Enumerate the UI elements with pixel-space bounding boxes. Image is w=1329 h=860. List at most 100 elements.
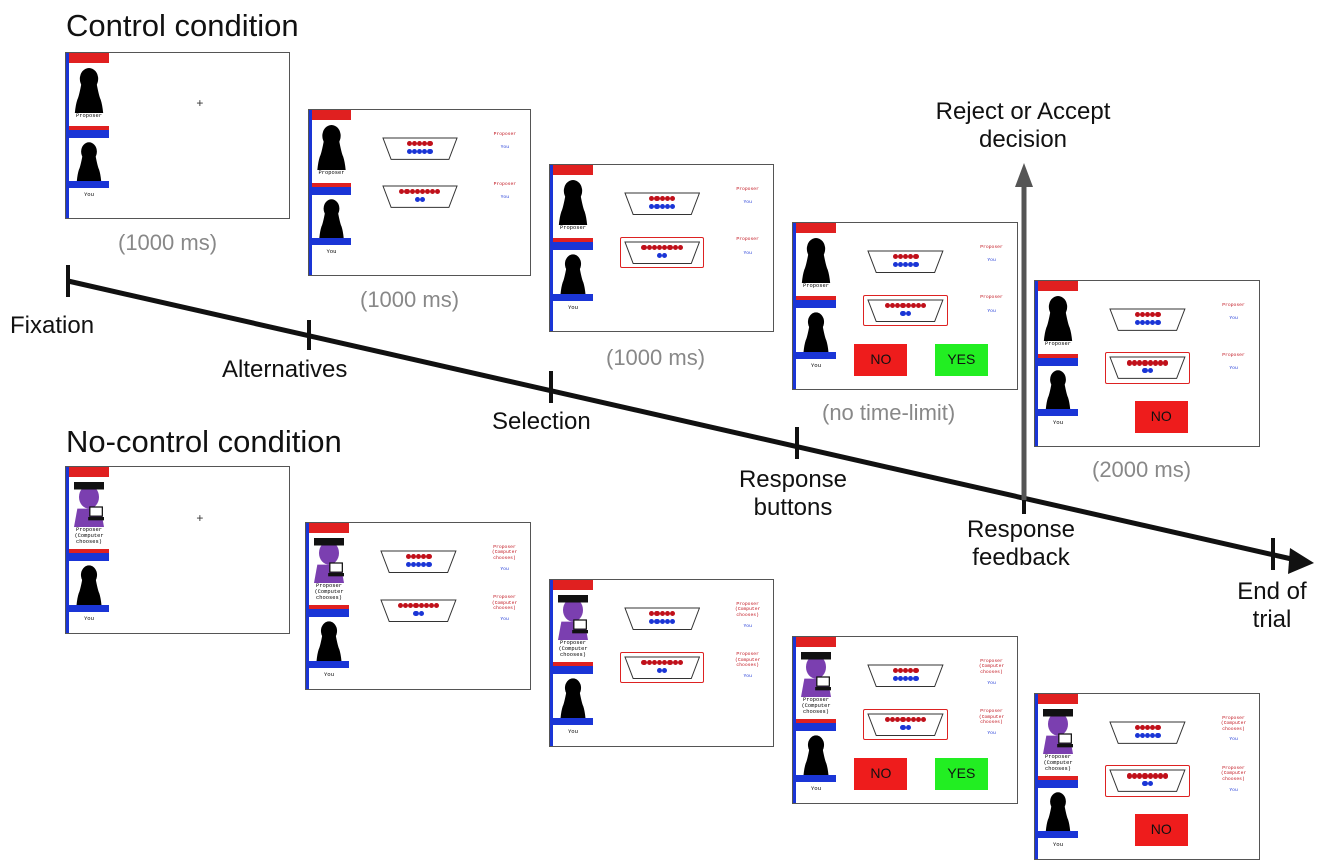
proposer-coin xyxy=(1157,360,1164,366)
proposer-coins xyxy=(1109,311,1186,318)
fixation-cross: + xyxy=(196,510,204,525)
proposer-bottom-bar xyxy=(553,662,593,666)
proposer-coin xyxy=(410,554,416,560)
proposer-color-bar xyxy=(796,637,836,647)
proposer-label: Proposer (Computer chooses) xyxy=(1041,754,1075,776)
proposer-color-bar xyxy=(553,165,593,175)
proposer-bottom-bar xyxy=(1038,776,1078,780)
proposer-bottom-bar xyxy=(1038,354,1078,358)
proposer-coin xyxy=(422,140,428,147)
proposer-coin xyxy=(1134,311,1140,318)
you-color-bar xyxy=(796,300,836,308)
proposer-avatar xyxy=(553,175,593,225)
offer-bottom-you-label: You xyxy=(987,731,996,737)
proposer-coin xyxy=(892,254,898,260)
offer-tray-bottom xyxy=(1109,356,1186,380)
you-coin xyxy=(892,676,898,682)
proposer-bottom-bar xyxy=(553,238,593,242)
you-avatar xyxy=(553,674,593,718)
proposer-coins xyxy=(867,668,944,674)
proposer-coin xyxy=(1147,360,1153,366)
offer-bottom-you-label: You xyxy=(1229,787,1238,793)
you-label: You xyxy=(1041,416,1075,437)
proposer-coin xyxy=(413,602,419,608)
offer-bottom-you-label: You xyxy=(987,308,996,314)
timeline-arrowhead xyxy=(1288,548,1314,574)
proposer-coin xyxy=(1142,773,1148,779)
proposer-avatar xyxy=(69,63,109,113)
proposer-color-bar xyxy=(69,53,109,63)
you-coins xyxy=(1109,732,1186,739)
you-coin xyxy=(905,724,911,730)
you-mid-bar xyxy=(1038,409,1078,416)
you-coin xyxy=(1134,732,1140,739)
offer-top-proposer-label: Proposer (Computer chooses) xyxy=(978,658,1005,675)
offer-tray-top xyxy=(867,664,944,688)
you-coins xyxy=(380,610,457,616)
you-avatar xyxy=(309,617,349,661)
selection-highlight xyxy=(863,294,948,327)
proposer-coin xyxy=(910,716,916,722)
proposer-coin xyxy=(654,611,660,617)
you-color-bar xyxy=(69,553,109,561)
proposer-coins xyxy=(867,716,944,722)
you-coin xyxy=(418,610,424,616)
proposer-avatar xyxy=(69,477,109,527)
duration-response-feedback: (2000 ms) xyxy=(1092,457,1192,482)
you-coins xyxy=(867,724,944,730)
proposer-coin xyxy=(1131,360,1138,366)
you-coin xyxy=(902,262,909,268)
nocontrol-condition-title: No-control condition xyxy=(66,424,342,459)
you-coin xyxy=(900,310,906,316)
you-label: You xyxy=(1041,838,1075,859)
offer-top-you-label: You xyxy=(1229,316,1238,322)
proposer-coin xyxy=(424,189,431,195)
proposer-coins xyxy=(382,140,458,147)
proposer-coin xyxy=(402,602,409,608)
proposer-avatar xyxy=(553,590,593,640)
you-coin xyxy=(421,562,427,568)
offer-bottom-you-label: You xyxy=(743,250,752,256)
proposer-coin xyxy=(1163,360,1169,366)
proposer-coin xyxy=(669,196,676,202)
you-coins xyxy=(867,262,944,268)
duration-fixation: (1000 ms) xyxy=(118,230,218,255)
you-coin xyxy=(902,676,909,682)
proposer-coin xyxy=(667,244,673,250)
no-button: NO xyxy=(854,343,908,376)
selection-highlight xyxy=(863,708,948,741)
proposer-coin xyxy=(672,659,678,665)
event-label-end-of-trial: End of trial xyxy=(1237,578,1307,633)
proposer-label: Proposer xyxy=(72,113,106,126)
proposer-coin xyxy=(1152,360,1158,366)
you-coins xyxy=(1109,319,1186,326)
proposer-label: Proposer xyxy=(556,225,590,238)
proposer-coin xyxy=(405,554,411,560)
you-coin xyxy=(1134,319,1140,326)
no-button-feedback: NO xyxy=(1134,814,1188,846)
proposer-coin xyxy=(677,244,683,250)
you-color-bar xyxy=(1038,358,1078,366)
offer-top-you-label: You xyxy=(987,258,996,264)
proposer-coin xyxy=(884,302,890,308)
you-color-bar xyxy=(312,187,351,195)
proposer-coin xyxy=(900,716,906,722)
proposer-coin xyxy=(423,602,429,608)
proposer-coins xyxy=(380,554,457,560)
proposer-coin xyxy=(1137,773,1143,779)
proposer-label: Proposer xyxy=(1041,341,1075,354)
you-coin xyxy=(426,562,432,568)
you-coin xyxy=(649,619,655,625)
proposer-coins xyxy=(1109,773,1186,779)
offer-tray-bottom xyxy=(867,713,944,737)
offer-top-you-label: You xyxy=(500,145,510,151)
offer-top-proposer-label: Proposer xyxy=(493,131,517,137)
proposer-bottom-bar xyxy=(796,719,836,723)
you-coin xyxy=(422,148,428,154)
